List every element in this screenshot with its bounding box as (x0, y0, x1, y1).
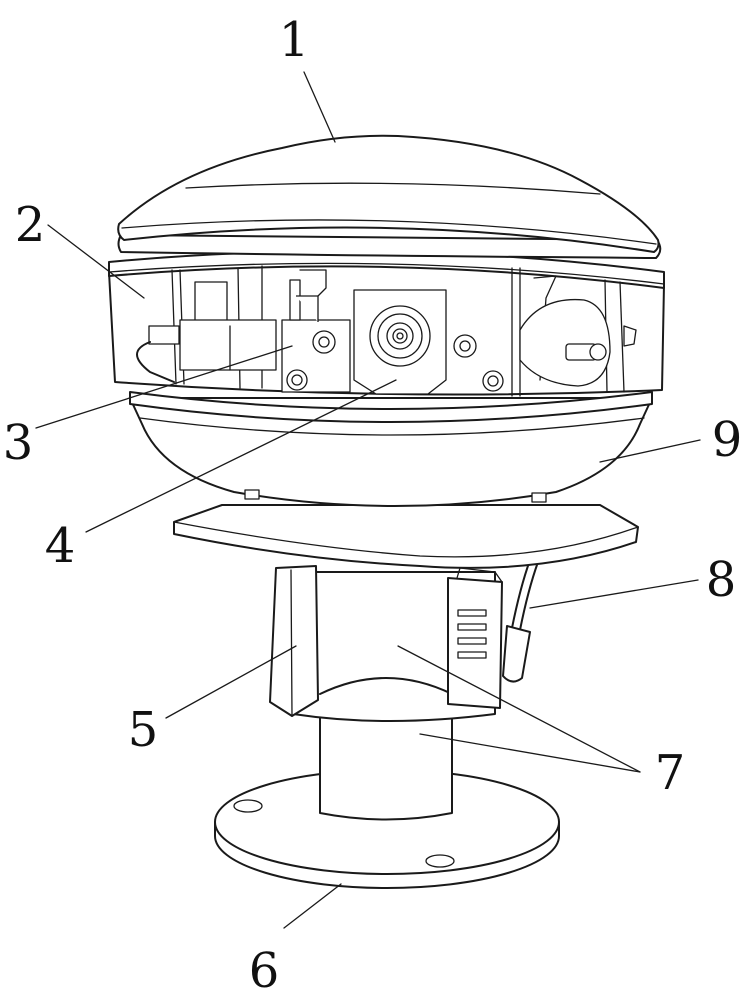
mounting-hole-right (425, 854, 455, 868)
callout-2: 2 (15, 197, 46, 253)
callout-4: 4 (45, 518, 76, 574)
leader-8 (529, 579, 699, 609)
vent-box (447, 567, 503, 709)
shield-disc (173, 504, 639, 569)
mid-band (129, 391, 653, 423)
leader-5 (165, 645, 297, 719)
leader-lines (35, 71, 701, 929)
lower-bowl (129, 397, 653, 507)
side-bracket (269, 565, 319, 717)
support-column-upper (292, 571, 496, 722)
leader-7a (397, 645, 641, 773)
left-clip (148, 325, 180, 345)
leader-9 (599, 439, 701, 463)
bracket-component-left (136, 281, 277, 383)
sensor-module-3 (281, 269, 351, 393)
motor-assembly (519, 275, 637, 387)
callout-1: 1 (279, 12, 310, 68)
leader-3 (35, 345, 293, 429)
callout-6: 6 (249, 943, 280, 999)
callout-3: 3 (3, 415, 34, 471)
leader-7b (419, 733, 641, 773)
mounting-hole-left (233, 799, 263, 813)
top-dome (117, 134, 662, 259)
callout-5: 5 (128, 702, 159, 758)
callout-9: 9 (712, 412, 743, 468)
callout-7: 7 (655, 745, 686, 801)
camera-lens-module-4 (353, 289, 447, 395)
cable-connector (502, 559, 539, 683)
leader-6 (283, 883, 342, 929)
leader-2 (47, 224, 145, 299)
leader-4 (85, 379, 397, 533)
leader-1 (303, 71, 336, 143)
callout-8: 8 (706, 552, 737, 608)
right-bolts (453, 334, 504, 392)
